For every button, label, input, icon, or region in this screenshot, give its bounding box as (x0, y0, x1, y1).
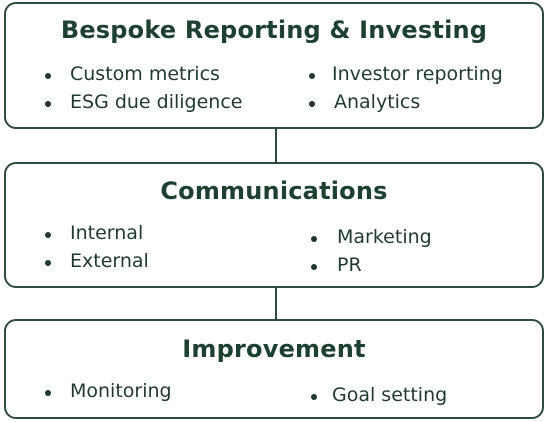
box-improvement: Improvement Monitoring Goal setting (4, 319, 544, 419)
bullet-icon (45, 232, 51, 238)
list-item: Marketing (337, 226, 432, 248)
box-title: Bespoke Reporting & Investing (60, 16, 488, 44)
bullet-icon (311, 264, 317, 270)
bullet-icon (45, 101, 51, 107)
box-bespoke-reporting: Bespoke Reporting & Investing Custom met… (4, 2, 544, 129)
connector-line-2 (275, 286, 277, 321)
list-item: Monitoring (70, 380, 172, 402)
box-title: Improvement (182, 335, 366, 363)
list-item: Custom metrics (70, 63, 220, 85)
bullet-icon (45, 260, 51, 266)
list-item: Goal setting (332, 384, 448, 406)
box-title: Communications (160, 177, 388, 205)
list-item: Internal (70, 222, 144, 244)
list-item: PR (337, 254, 362, 276)
list-item: External (70, 250, 149, 272)
list-item: Investor reporting (332, 63, 503, 85)
list-item: Analytics (334, 91, 421, 113)
bullet-icon (45, 390, 51, 396)
box-communications: Communications Internal External Marketi… (4, 162, 544, 288)
bullet-icon (311, 236, 317, 242)
bullet-icon (309, 73, 315, 79)
list-item: ESG due diligence (70, 91, 243, 113)
bullet-icon (311, 394, 317, 400)
connector-line-1 (275, 128, 277, 164)
bullet-icon (45, 73, 51, 79)
bullet-icon (309, 101, 315, 107)
